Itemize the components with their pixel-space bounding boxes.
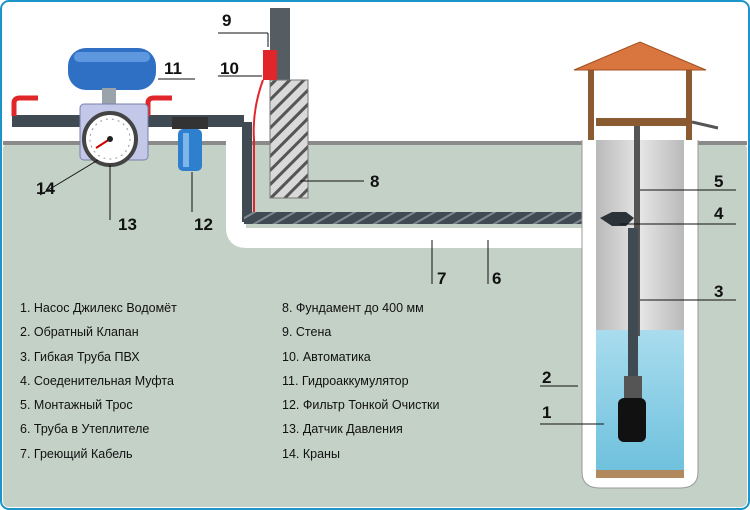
legend-item: 7. Греющий Кабель — [20, 446, 133, 461]
legend-item: 6. Труба в Утеплителе — [20, 422, 150, 437]
legend-item: 4. Соеденительная Муфта — [20, 373, 174, 388]
heating-cable-lead — [252, 79, 264, 215]
tap-left — [11, 95, 38, 116]
callout-14: 14 — [36, 179, 55, 198]
pipe-insulation — [226, 122, 610, 248]
foundation — [269, 79, 309, 199]
pipe-vertical — [242, 122, 252, 222]
callout-8: 8 — [370, 172, 379, 191]
legend-right: 8. Фундамент до 400 мм 9. Стена 10. Авто… — [282, 296, 440, 466]
well-winch — [596, 118, 692, 126]
flexible-pipe — [628, 228, 638, 378]
callout-10: 10 — [220, 59, 239, 78]
legend-item: 2. Обратный Клапан — [20, 325, 139, 340]
callout-9: 9 — [222, 11, 231, 30]
tap-right — [145, 95, 172, 116]
coupling — [600, 212, 634, 226]
legend-item: 8. Фундамент до 400 мм — [282, 301, 424, 315]
callout-7: 7 — [437, 269, 446, 288]
pipe-horizontal — [244, 212, 604, 224]
legend-item: 9. Стена — [282, 325, 332, 340]
legend-item: 5. Монтажный Трос — [20, 398, 133, 413]
legend-item: 10. Автоматика — [282, 349, 371, 364]
ground-surface-line — [3, 141, 747, 145]
callout-3: 3 — [714, 282, 723, 301]
callout-5: 5 — [714, 172, 723, 191]
legend-item: 12. Фильтр Тонкой Очистки — [282, 398, 440, 413]
legend-item: 14. Краны — [282, 446, 340, 461]
fine-filter — [178, 129, 202, 171]
callout-lines — [39, 32, 736, 425]
legend-item: 3. Гибкая Труба ПВХ — [20, 349, 140, 364]
callout-11: 11 — [164, 59, 182, 78]
callout-13: 13 — [118, 215, 137, 234]
callout-2: 2 — [542, 368, 551, 387]
legend-item: 1. Насос Джилекс Водомёт — [20, 301, 177, 315]
legend-left: 1. Насос Джилекс Водомёт 2. Обратный Кла… — [20, 296, 177, 466]
submersible-pump — [618, 398, 646, 442]
legend-item: 11. Гидроаккумулятор — [282, 373, 409, 388]
callout-4: 4 — [714, 204, 724, 223]
callout-6: 6 — [492, 269, 501, 288]
filter-head — [172, 117, 208, 129]
legend-item: 13. Датчик Давления — [282, 422, 403, 437]
callout-1: 1 — [542, 403, 551, 422]
well-roof — [573, 41, 707, 71]
automation-unit — [263, 50, 277, 80]
callout-12: 12 — [194, 215, 213, 234]
